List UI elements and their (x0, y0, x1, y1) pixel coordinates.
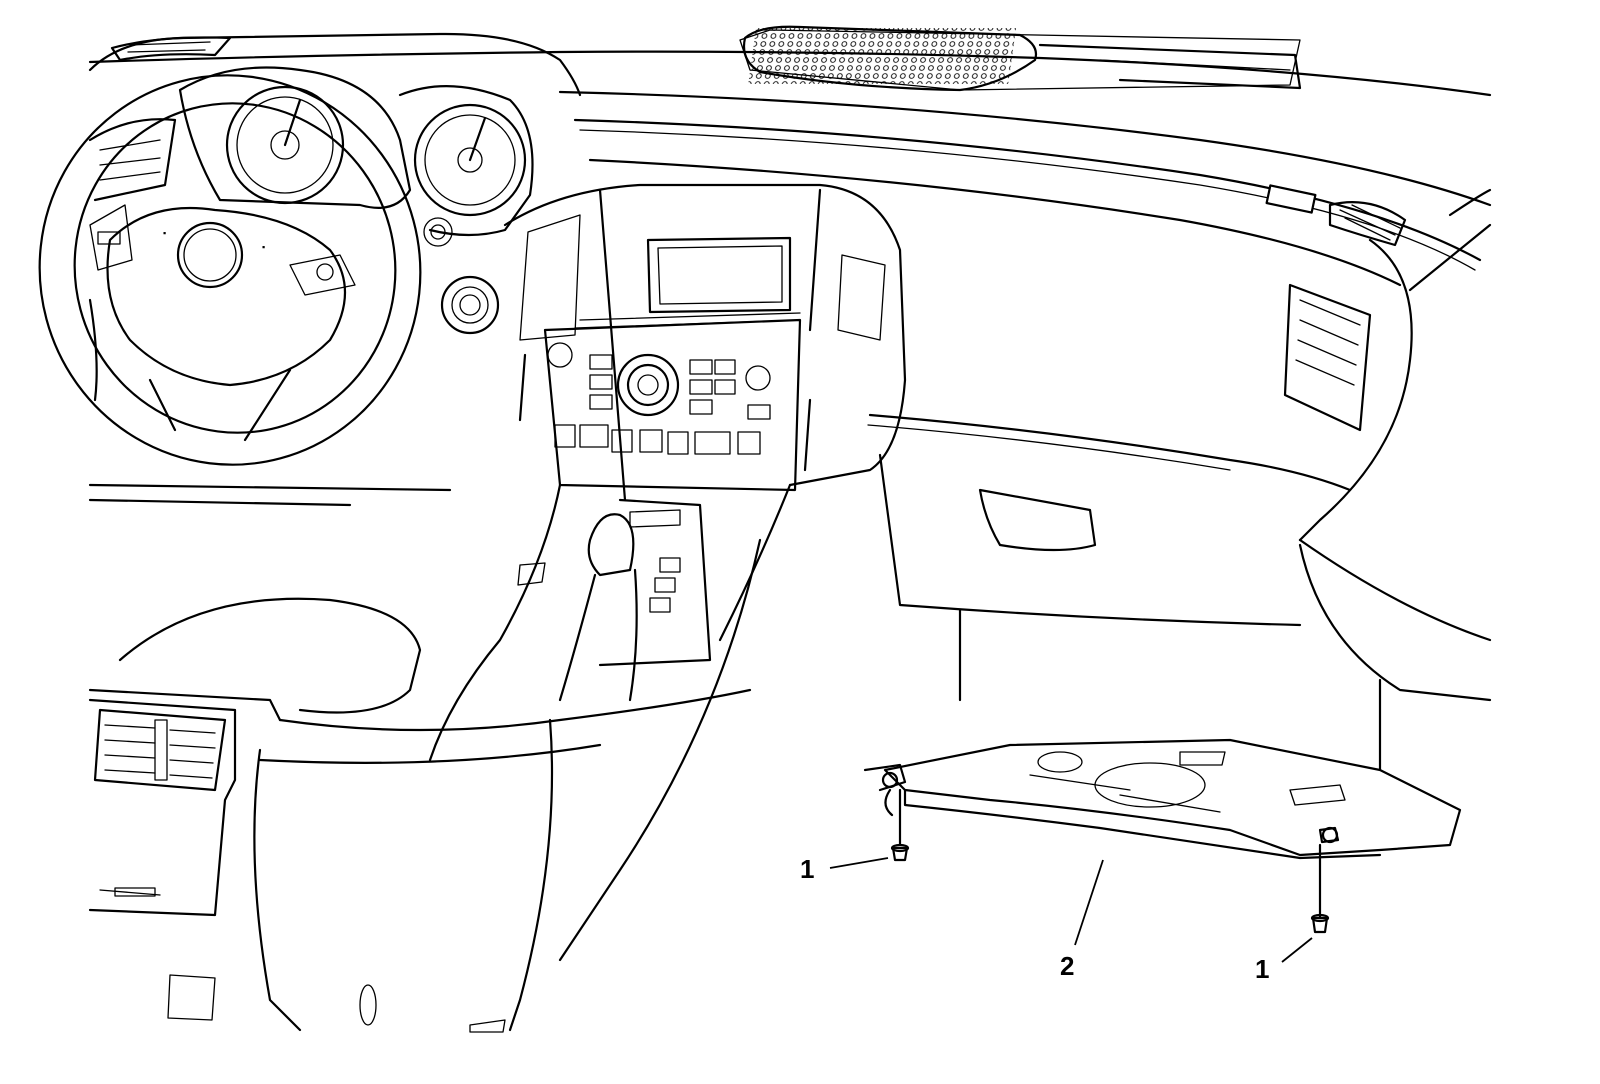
svg-text:1: 1 (800, 854, 814, 884)
closeout-panel (863, 738, 1462, 860)
lower-console (167, 538, 762, 1033)
steering-wheel: ▪ ▪ (38, 74, 422, 466)
start-button (440, 275, 500, 335)
svg-text:1: 1 (1255, 954, 1269, 984)
center-console (428, 483, 792, 762)
svg-text:▪: ▪ (262, 242, 265, 252)
callout-2: 2 (1060, 859, 1104, 981)
center-stack (503, 183, 907, 502)
left-defrost-vent (110, 36, 232, 62)
callout-1-right: 1 (1255, 937, 1313, 984)
fastener-left (890, 788, 910, 862)
svg-text:2: 2 (1060, 951, 1074, 981)
callout-1-left: 1 (800, 854, 889, 884)
glove-box-area (867, 223, 1492, 792)
instrument-cluster (178, 66, 534, 247)
fastener-right (1310, 843, 1330, 934)
left-panel (88, 118, 452, 507)
svg-text:▪: ▪ (163, 228, 166, 238)
armrest-and-rear-vents (88, 597, 752, 917)
dashboard-top (88, 25, 1492, 287)
